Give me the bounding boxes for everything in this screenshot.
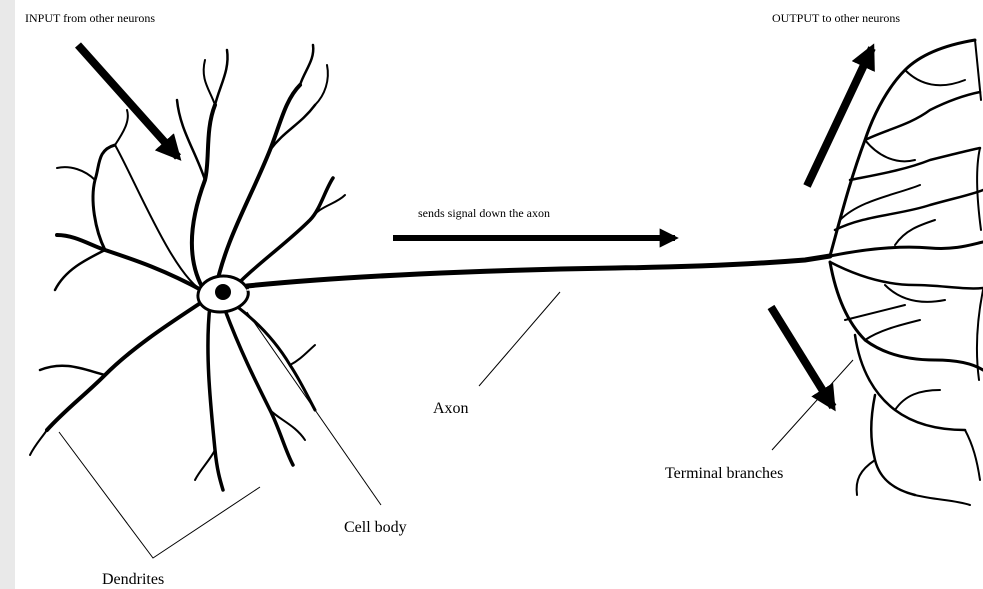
terminal-branches [830, 40, 983, 505]
dendrites-leader [59, 432, 260, 558]
input-label: INPUT from other neurons [25, 11, 155, 25]
axon-label: Axon [433, 400, 469, 417]
dendrites [30, 45, 345, 490]
leader-lines [59, 292, 853, 558]
neuron-diagram: INPUT from other neurons OUTPUT to other… [15, 0, 983, 589]
output-label: OUTPUT to other neurons [772, 11, 900, 25]
cell-body [198, 276, 248, 312]
axon-leader [479, 292, 560, 386]
signal-label: sends signal down the axon [418, 206, 550, 220]
output-arrow-up [807, 48, 872, 186]
dendrites-label: Dendrites [102, 571, 164, 588]
input-arrow [78, 45, 178, 157]
cell-body-label: Cell body [344, 519, 407, 536]
nucleus [215, 284, 231, 300]
axon [247, 256, 830, 290]
terminal-branches-label: Terminal branches [665, 465, 783, 482]
cell-body-leader [247, 312, 381, 505]
diagram-canvas: INPUT from other neurons OUTPUT to other… [15, 0, 983, 589]
